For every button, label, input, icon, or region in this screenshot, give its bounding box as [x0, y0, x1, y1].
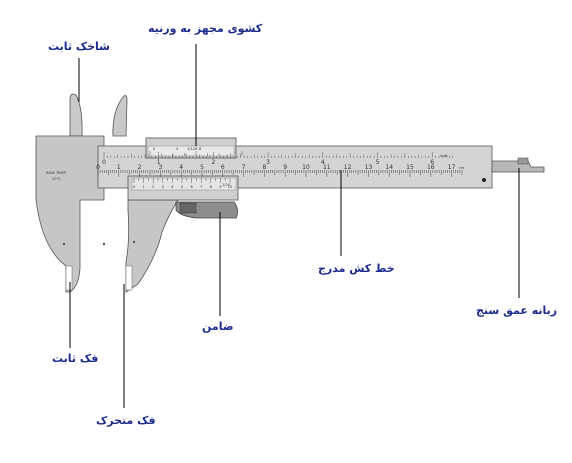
metric-tick-label: 0: [96, 164, 100, 171]
inch-unit-label: inch: [440, 154, 448, 158]
label-fixed-jaw: فک ثابت: [52, 352, 99, 365]
inch-tick-label: 4: [321, 159, 325, 166]
label-movable-jaw: فک متحرک: [96, 414, 156, 427]
vernier-tick-label: 10: [228, 185, 233, 189]
metric-tick-label: 12: [344, 164, 352, 171]
label-fixed-nib: شاخک ثابت: [48, 40, 111, 53]
vernier-tick-label: 1: [142, 185, 144, 189]
vernier-label-2: 1/20: [222, 183, 231, 187]
metric-tick-label: 4: [179, 164, 183, 171]
inch-scale: 0 1 2 3 4 5 6 inch: [102, 152, 453, 166]
label-depth-rod: زبانه عمق سنج: [476, 304, 558, 317]
label-vernier-slide: کشوی مجهز به ورنیه: [148, 22, 263, 35]
vernier-slide-window: [147, 145, 235, 157]
metric-tick-label: 8: [262, 164, 266, 171]
depth-rod-head: [517, 157, 529, 165]
vernier-tick-label: 2: [152, 185, 154, 189]
fixed-jaw-notch: [65, 265, 73, 291]
metric-tick-label: 6: [221, 164, 225, 171]
fixed-nib-shape: [69, 93, 83, 137]
metric-tick-label: 1: [117, 164, 121, 171]
rivet: [132, 240, 136, 244]
vernier-tick-label: 6: [190, 185, 193, 189]
movable-jaw-shape: [125, 199, 179, 293]
inch-tick-label: 5: [376, 159, 380, 166]
metric-tick-label: 7: [242, 164, 246, 171]
inch-tick-label: 1: [157, 159, 161, 166]
metric-tick-label: 17: [448, 164, 456, 171]
vernier-tick-label: 4: [171, 185, 174, 189]
label-graduated-beam: خط کش مدرج: [318, 262, 395, 275]
metric-tick-label: 2: [138, 164, 142, 171]
metric-unit-label: cm: [459, 166, 465, 170]
vernier-tick-label: 3: [162, 185, 164, 189]
metric-tick-label: 11: [323, 164, 331, 171]
inch-tick-label: 6: [430, 159, 434, 166]
vernier-tick-label: 5: [181, 185, 183, 189]
inch-tick-label: 2: [211, 159, 215, 166]
body-marking-2: 20°C: [52, 177, 61, 181]
metric-tick-label: 3: [158, 164, 162, 171]
rivet: [62, 242, 66, 246]
vernier-tick-label: 7: [200, 185, 202, 189]
rivet: [102, 242, 106, 246]
vernier-inch-tick-label: 8: [199, 147, 202, 151]
body-marking-1: INOX TEMP.: [46, 171, 67, 175]
metric-tick-label: 9: [283, 164, 287, 171]
metric-tick-label: 14: [385, 164, 393, 171]
rivet: [482, 178, 486, 182]
vernier-inch-tick-label: 4: [176, 147, 179, 151]
metric-tick-label: 10: [302, 164, 310, 171]
label-lock-screw: ضامن: [202, 320, 234, 333]
vernier-tick-label: 0: [133, 185, 136, 189]
vernier-scale: 0 1 2 3 4 5 6 7 8 9 10: [133, 178, 233, 189]
inch-tick-label: 0: [102, 159, 106, 166]
vernier-inch-tick-label: 0: [153, 147, 156, 151]
metric-tick-label: 15: [406, 164, 414, 171]
vernier-tick-label: 8: [210, 185, 213, 189]
metric-tick-label: 13: [365, 164, 373, 171]
metric-tick-label: 16: [427, 164, 435, 171]
inch-tick-label: 3: [266, 159, 270, 166]
movable-nib-shape: [112, 95, 128, 137]
lock-screw-cap: [179, 202, 197, 214]
vernier-label: 1/128: [187, 147, 198, 151]
metric-tick-label: 5: [200, 164, 204, 171]
movable-jaw-notch: [125, 265, 133, 291]
vernier-tick-label: 9: [219, 185, 222, 189]
vernier-inch-scale: 0 4 8: [149, 147, 243, 156]
